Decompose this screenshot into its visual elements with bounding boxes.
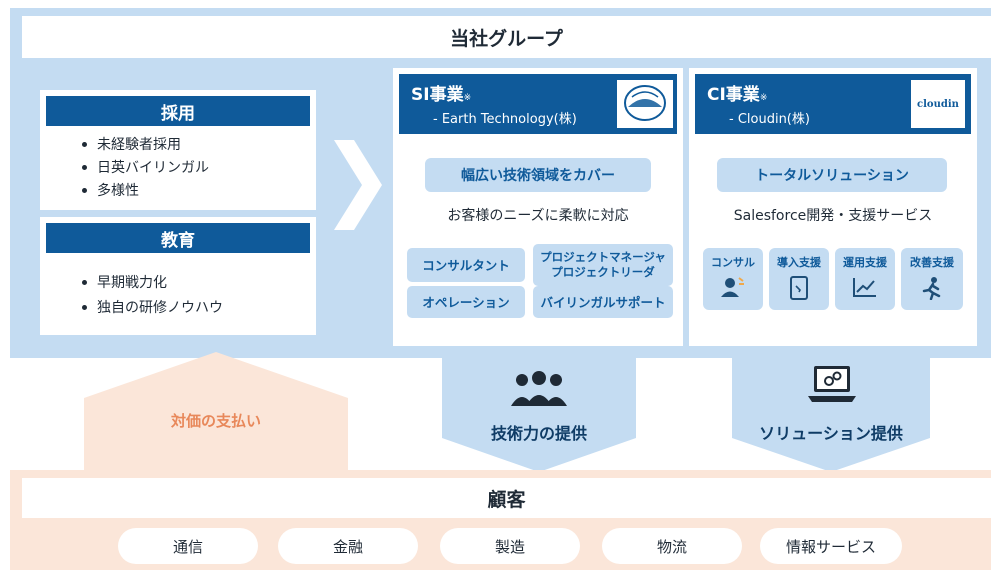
industry-pill: 金融 (278, 528, 418, 564)
industry-pill: 情報サービス (760, 528, 902, 564)
hiring-item: 多様性 (82, 180, 139, 200)
ci-tile-intro: 導入支援 (769, 248, 829, 310)
earth-logo-icon (624, 85, 666, 121)
si-card: SI事業※ - Earth Technology(株) 幅広い技術領域をカバー … (393, 68, 683, 346)
hiring-card: 採用 未経験者採用 日英バイリンガル 多様性 (40, 90, 316, 210)
solution-flow-arrow (732, 350, 930, 472)
si-role: コンサルタント (407, 248, 525, 282)
hiring-title: 採用 (46, 96, 310, 126)
si-mark: ※ (463, 93, 472, 103)
ci-tile-ops: 運用支援 (835, 248, 895, 310)
si-subtext: お客様のニーズに柔軟に対応 (447, 208, 629, 224)
si-header: SI事業※ - Earth Technology(株) (399, 74, 677, 134)
si-company: - Earth Technology(株) (433, 112, 577, 127)
earth-technology-logo (617, 80, 673, 128)
education-card: 教育 早期戦力化 独自の研修ノウハウ (40, 217, 316, 335)
ci-subtext: Salesforce開発・支援サービス (733, 208, 933, 224)
education-item: 早期戦力化 (82, 272, 167, 292)
customer-title: 顧客 (22, 478, 991, 518)
tech-flow-arrow (442, 350, 636, 472)
si-role-line: プロジェクトマネージャ プロジェクトリーダ (540, 250, 666, 279)
si-tagline: 幅広い技術領域をカバー (425, 158, 651, 192)
industry-pill: 物流 (602, 528, 742, 564)
si-title: SI事業 (411, 85, 464, 105)
si-role: バイリンガルサポート (533, 286, 673, 318)
bullet-icon (82, 304, 87, 310)
ci-title: CI事業 (707, 85, 760, 105)
line-chart-icon (853, 278, 876, 297)
tile-label: 導入支援 (777, 256, 821, 269)
tile-label: 運用支援 (843, 256, 887, 269)
bullet-icon (82, 279, 87, 285)
running-person-icon (922, 277, 941, 300)
hiring-item: 未経験者採用 (82, 134, 181, 154)
bullet-icon (82, 187, 87, 193)
ci-mark: ※ (759, 93, 768, 103)
ci-tile-consult: コンサル (703, 248, 763, 310)
tech-flow-label: 技術力の提供 (490, 424, 587, 443)
ci-header: CI事業※ - Cloudin(株) cloudin (695, 74, 971, 134)
ci-tile-improve: 改善支援 (901, 248, 963, 310)
ci-company: - Cloudin(株) (729, 112, 810, 127)
payment-flow-arrow (84, 352, 348, 470)
industry-pill: 製造 (440, 528, 580, 564)
hiring-item: 日英バイリンガル (82, 157, 209, 177)
si-role: オペレーション (407, 286, 525, 318)
solution-flow-label: ソリューション提供 (759, 424, 903, 443)
laptop-settings-icon (808, 366, 856, 402)
ci-tagline: トータルソリューション (717, 158, 947, 192)
si-role: プロジェクトマネージャ プロジェクトリーダ (533, 244, 673, 286)
industry-pill: 通信 (118, 528, 258, 564)
consultant-icon (721, 277, 744, 297)
tile-label: コンサル (711, 256, 755, 269)
team-icon (511, 371, 567, 406)
cloudin-logo-text: cloudin (917, 98, 959, 110)
si-title-row: SI事業※ (411, 80, 471, 105)
ci-title-row: CI事業※ (707, 80, 767, 105)
payment-flow-label: 対価の支払い (170, 412, 261, 430)
ci-card: CI事業※ - Cloudin(株) cloudin トータルソリューション S… (689, 68, 977, 346)
tablet-icon (790, 276, 808, 300)
education-title: 教育 (46, 223, 310, 253)
bullet-icon (82, 164, 87, 170)
cloudin-logo: cloudin (911, 80, 965, 128)
tile-label: 改善支援 (910, 256, 954, 269)
education-item: 独自の研修ノウハウ (82, 297, 223, 317)
flow-chevron-icon (334, 140, 382, 230)
bullet-icon (82, 141, 87, 147)
group-title: 当社グループ (22, 16, 991, 58)
